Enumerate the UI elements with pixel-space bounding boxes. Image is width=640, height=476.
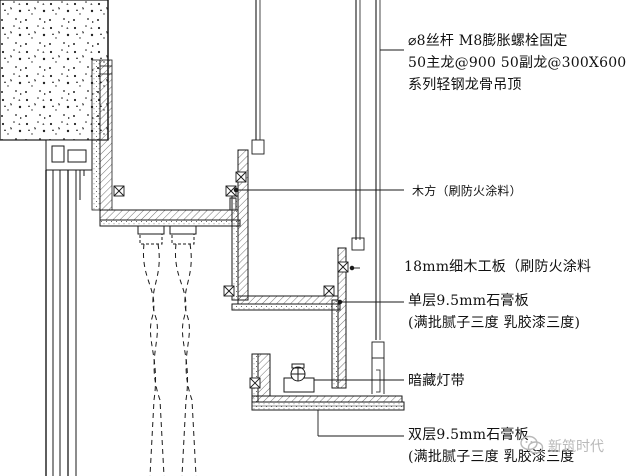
wechat-icon — [520, 435, 544, 454]
hanger-spec-line3: 系列轻钢龙骨吊顶 — [408, 77, 522, 93]
light-fixture — [283, 363, 315, 393]
wall-batten — [91, 59, 113, 211]
ceiling-profile — [99, 149, 405, 411]
gypsum-double-label: 双层9.5mm石膏板 — [408, 427, 529, 443]
hanger-spec-line2: 50主龙@900 50副龙@300X600 — [408, 55, 627, 71]
timber-blocks — [113, 171, 349, 389]
gypsum-single-note: (满批腻子三度 乳胶漆三度) — [408, 315, 581, 331]
hanger-rods — [251, 0, 385, 394]
concrete-wall — [0, 0, 109, 141]
curtain — [137, 225, 197, 476]
board-label: 18mm细木工板（刷防火涂料 — [404, 259, 592, 275]
window-frame — [45, 139, 93, 476]
light-strip-label: 暗藏灯带 — [408, 373, 465, 389]
leader-lines — [233, 49, 404, 437]
gypsum-single-label: 单层9.5mm石膏板 — [408, 293, 529, 309]
timber-label: 木方（刷防火涂料） — [412, 184, 522, 198]
watermark-text: 新筑时代 — [548, 439, 604, 455]
hanger-spec-line1: ⌀8丝杆 M8膨胀螺栓固定 — [408, 33, 568, 49]
